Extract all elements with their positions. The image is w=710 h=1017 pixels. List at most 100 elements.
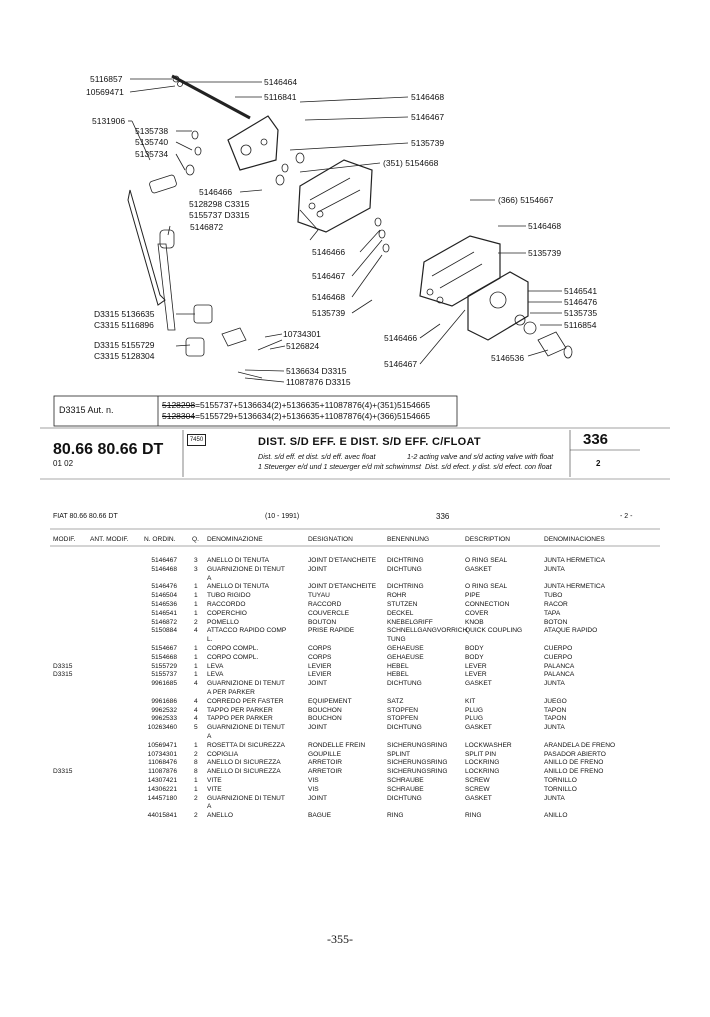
table-cell-es: JUNTA [544, 565, 565, 573]
table-cell-es: CUERPO [544, 645, 573, 652]
table-cell-es: JUNTA HERMETICA [544, 557, 606, 564]
callout-label: (366) 5154667 [498, 195, 554, 205]
table-cell-part: 14307421 [147, 777, 177, 784]
table-cell-it: ROSETTA DI SICUREZZA [207, 741, 285, 749]
table-cell-it: LEVA [207, 671, 224, 679]
table-cell-modif: D3315 [53, 768, 73, 776]
table-cell-de: HEBEL [387, 662, 409, 670]
table-cell-de: SICHERUNGSRING [387, 768, 448, 776]
callout-label: 5146872 [190, 222, 224, 232]
table-cell-de: SCHRAUBE [387, 777, 424, 784]
table-cell-it: COPERCHIO [207, 609, 247, 617]
replacement-parts: =5155729+5136634(2)+5136635+11087876(4)+… [195, 411, 431, 421]
table-cell-en: GASKET [465, 794, 492, 802]
table-cell-en: QUICK COUPLING [465, 627, 523, 635]
table-cell-de: DICHTUNG [387, 724, 422, 732]
callout-label: 5135739 [312, 308, 346, 318]
table-cell-q: 1 [194, 777, 198, 784]
table-cell-es: ANILLO DE FRENO [544, 759, 604, 767]
table-cell-de: KNEBELGRIFF [387, 618, 433, 626]
table-cell-part: 5146541 [151, 609, 177, 617]
table-cell-es: ANILLO [544, 812, 568, 820]
table-cell-part: 5154668 [151, 653, 177, 661]
table-cell-part: 5155737 [151, 671, 177, 679]
table-cell-de: DECKEL [387, 609, 414, 617]
callout-label: 5131906 [92, 116, 126, 126]
table-cell-fr: CORPS [308, 653, 332, 661]
model-subcode: 01 02 [53, 459, 74, 468]
callout-label: 5116857 [90, 74, 123, 84]
table-cell-q: 8 [194, 759, 198, 767]
table-cell-en: LOCKWASHER [465, 741, 512, 749]
table-cell-part: 11087876 [148, 768, 177, 776]
table-cell-it: COPIGLIA [207, 750, 239, 758]
table-cell-q: 1 [194, 583, 198, 591]
table-cell-en: BODY [465, 653, 484, 661]
table-cell-part: 10263460 [147, 724, 177, 732]
callout-label: D3315 5155729 [94, 340, 155, 350]
table-cell-q: 1 [194, 662, 198, 670]
callout-label: 5146468 [528, 221, 562, 231]
table-cell-fr: JOINT [308, 565, 328, 573]
table-cell-it: ANELLO DI SICUREZZA [207, 768, 281, 776]
table-cell-part: 10734301 [147, 750, 177, 758]
table-cell-de: SATZ [387, 697, 404, 705]
table-cell-q: 1 [194, 601, 198, 608]
table-cell-en: LOCKRING [465, 759, 500, 767]
table-cell-q: 2 [194, 812, 198, 820]
table-cell-part: 14457180 [147, 794, 177, 802]
table-cell-it: GUARNIZIONE DI TENUT [207, 794, 285, 802]
callout-label: 5146541 [564, 286, 598, 296]
table-cell-de: SPLINT [387, 750, 411, 758]
table-cell-es: JUNTA [544, 724, 565, 732]
table-cell-fr: BOUCHON [308, 715, 342, 723]
table-cell-es: PALANCA [544, 662, 575, 670]
list-date: (10 - 1991) [265, 513, 300, 520]
table-cell-es: JUEGO [544, 697, 567, 705]
table-cell-en: PIPE [465, 592, 481, 600]
table-cell-fr: RACCORD [308, 601, 342, 608]
table-cell-it: CORPO COMPL. [207, 653, 259, 661]
section-desc-en: 1-2 acting valve and s/d acting valve wi… [407, 452, 554, 461]
section-desc-fr: Dist. s/d eff. et dist. s/d eff. avec fl… [258, 452, 376, 461]
table-cell-de: DICHTUNG [387, 794, 422, 802]
callout-label: 5155737 D3315 [189, 210, 250, 220]
table-cell-en: O RING SEAL [465, 583, 508, 591]
table-cell-fr: ARRETOIR [308, 768, 342, 776]
table-cell-fr: VIS [308, 777, 319, 784]
table-cell-part: 5154667 [151, 645, 177, 652]
table-cell-fr: JOINT [308, 680, 328, 688]
callout-label: 5128298 C3315 [189, 199, 250, 209]
table-cell-q: 2 [194, 750, 198, 758]
table-cell-it: A [207, 574, 212, 582]
callout-label: 5146467 [312, 271, 346, 281]
table-cell-it: TAPPO PER PARKER [207, 706, 273, 714]
table-cell-es: JUNTA [544, 680, 565, 688]
table-cell-q: 8 [194, 768, 198, 776]
table-cell-de: SICHERUNGSRING [387, 759, 448, 767]
table-cell-fr: JOINT [308, 724, 328, 732]
table-cell-de: DICHTUNG [387, 680, 422, 688]
table-cell-fr: CORPS [308, 645, 332, 652]
table-cell-de: HEBEL [387, 671, 409, 679]
table-cell-part: 5146476 [151, 583, 177, 591]
table-cell-part: 44015841 [147, 812, 177, 820]
table-cell-fr: LEVIER [308, 662, 332, 670]
table-cell-it: TUBO RIGIDO [207, 592, 251, 600]
callout-label: 5146464 [264, 77, 298, 87]
table-cell-es: ANILLO DE FRENO [544, 768, 604, 776]
table-cell-fr: JOINT D'ETANCHEITE [308, 557, 377, 564]
callout-label: 5116854 [564, 320, 597, 330]
table-cell-it: POMELLO [207, 618, 239, 626]
replacement-parts: =5155737+5136634(2)+5136635+11087876(4)+… [195, 400, 431, 410]
table-cell-es: TORNILLO [544, 785, 577, 793]
table-cell-part: 5146468 [151, 565, 177, 573]
model-title: 80.66 80.66 DT [53, 441, 164, 458]
table-cell-es: CUERPO [544, 653, 573, 661]
callout-label: (351) 5154668 [383, 158, 439, 168]
table-cell-de: SICHERUNGSRING [387, 741, 448, 749]
table-cell-en: SCREW [465, 785, 490, 793]
table-cell-part: 5146504 [151, 592, 177, 600]
table-cell-part: 9962532 [151, 706, 177, 714]
table-cell-de: RING [387, 812, 404, 820]
